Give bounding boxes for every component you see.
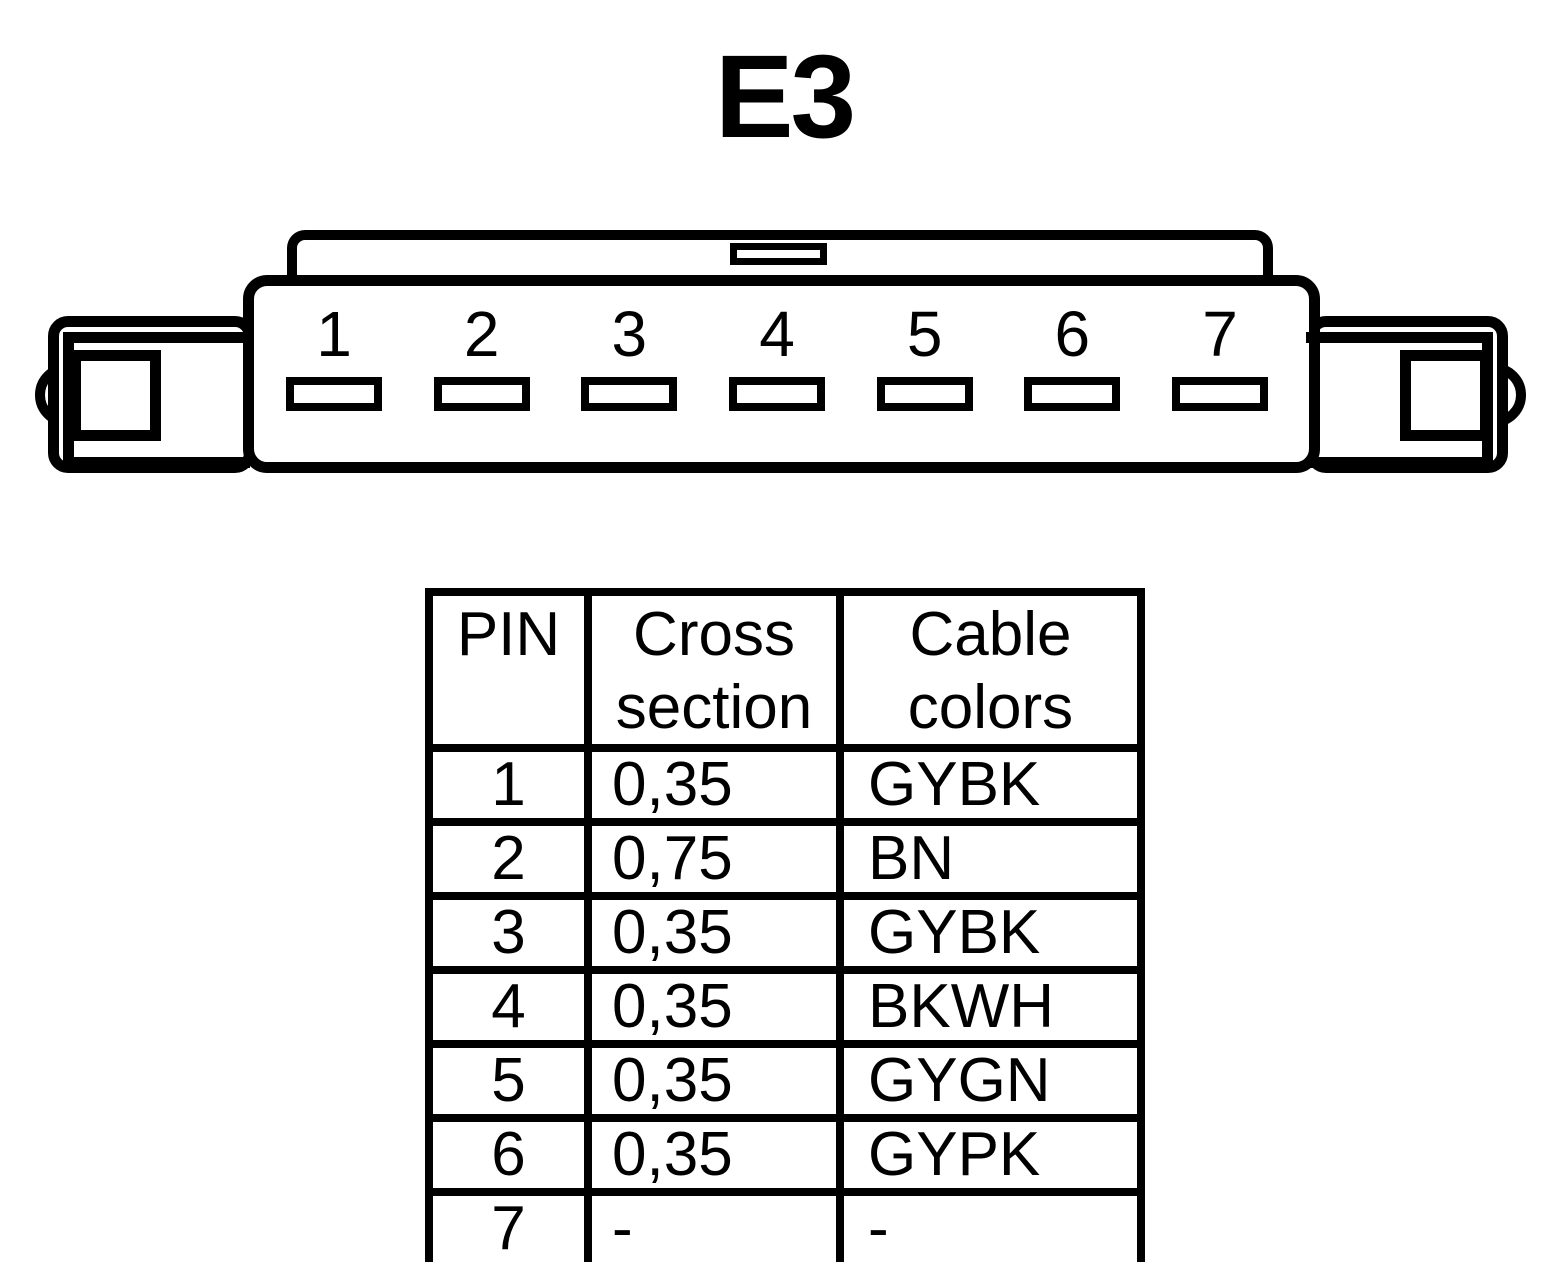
cell-pin: 3 xyxy=(425,892,592,974)
cell-cross-section: 0,35 xyxy=(584,892,844,974)
pin-slot xyxy=(433,377,530,411)
cell-pin: 5 xyxy=(425,1040,592,1122)
cell-cross-section: 0,35 xyxy=(584,966,844,1048)
cell-pin: 6 xyxy=(425,1114,592,1196)
cell-cable-colors: - xyxy=(836,1188,1145,1262)
pin-number-label: 1 xyxy=(316,298,352,370)
pin-number-label: 5 xyxy=(906,298,943,370)
lid-slot xyxy=(730,243,827,265)
cell-cross-section: 0,75 xyxy=(584,818,844,900)
pin-column-5: 5 xyxy=(876,298,973,411)
pin-number-label: 6 xyxy=(1054,298,1091,370)
cell-cable-colors: GYGN xyxy=(836,1040,1145,1122)
cell-pin: 7 xyxy=(425,1188,592,1262)
cell-cable-colors: GYBK xyxy=(836,892,1145,974)
pin-slot xyxy=(581,377,678,411)
left-latch-window xyxy=(70,350,161,441)
pin-slot xyxy=(286,377,382,411)
connector-diagram: 1 2 3 4 5 6 7 xyxy=(0,0,1568,520)
pin-number-label: 4 xyxy=(759,298,795,370)
pin-column-1: 1 xyxy=(286,302,382,411)
table-header-row: PIN Cross section Cable colors xyxy=(425,588,1145,752)
pin-number-label: 7 xyxy=(1202,298,1238,370)
connector-title: E3 xyxy=(714,31,856,163)
table-row: 7-- xyxy=(425,1188,1145,1262)
cell-cross-section: 0,35 xyxy=(584,1114,844,1196)
left-latch-frame xyxy=(63,332,250,468)
cell-pin: 1 xyxy=(425,744,592,826)
header-pin: PIN xyxy=(425,588,592,752)
connector-shell xyxy=(243,275,1320,473)
pin-column-4: 4 xyxy=(729,302,825,411)
cell-cable-colors: BKWH xyxy=(836,966,1145,1048)
pin-number-label: 3 xyxy=(611,298,648,370)
cell-cross-section: - xyxy=(584,1188,844,1262)
cell-pin: 2 xyxy=(425,818,592,900)
cell-cable-colors: BN xyxy=(836,818,1145,900)
right-latch-window xyxy=(1400,350,1491,441)
pin-column-7: 7 xyxy=(1172,298,1269,411)
pin-column-6: 6 xyxy=(1024,298,1121,411)
pin-slot xyxy=(1172,377,1269,411)
pin-number-label: 2 xyxy=(463,298,500,370)
header-cable-colors: Cable colors xyxy=(836,588,1145,752)
cell-cable-colors: GYBK xyxy=(836,744,1145,826)
pin-column-3: 3 xyxy=(581,298,678,411)
pin-slot xyxy=(729,377,825,411)
pin-slot xyxy=(1024,377,1121,411)
pin-slot xyxy=(876,377,973,411)
pin-column-2: 2 xyxy=(433,298,530,411)
cell-pin: 4 xyxy=(425,966,592,1048)
cell-cross-section: 0,35 xyxy=(584,744,844,826)
header-cross-section: Cross section xyxy=(584,588,844,752)
cell-cross-section: 0,35 xyxy=(584,1040,844,1122)
cell-cable-colors: GYPK xyxy=(836,1114,1145,1196)
